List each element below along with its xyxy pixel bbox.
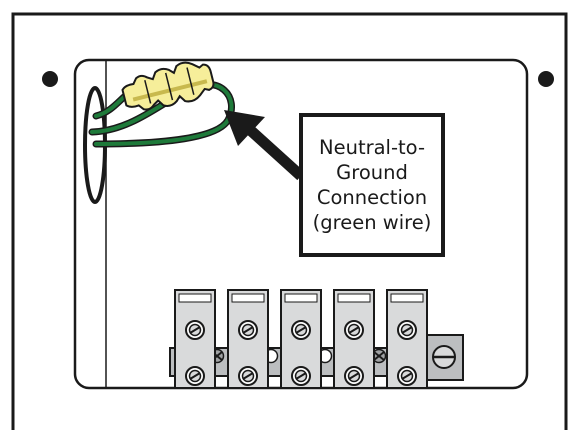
screw-icon bbox=[238, 366, 258, 386]
mounting-hole-right bbox=[538, 71, 554, 87]
callout-box bbox=[299, 113, 445, 257]
terminal-block bbox=[280, 289, 322, 389]
screw-icon bbox=[185, 320, 205, 340]
callout-label: Neutral-to- Ground Connection (green wir… bbox=[301, 115, 443, 255]
terminal-block bbox=[386, 289, 428, 389]
enclosure-frame bbox=[11, 12, 568, 430]
screw-icon bbox=[344, 366, 364, 386]
screw-icon bbox=[291, 320, 311, 340]
terminal-blocks bbox=[174, 289, 428, 389]
mounting-hole-left bbox=[42, 71, 58, 87]
terminal-block bbox=[333, 289, 375, 389]
screw-icon bbox=[291, 366, 311, 386]
screw-icon bbox=[432, 345, 456, 369]
callout-line: Ground bbox=[336, 161, 408, 184]
callout-line: Neutral-to- bbox=[319, 136, 425, 159]
wire-nut-icon bbox=[121, 61, 215, 111]
arrow-icon bbox=[224, 110, 305, 181]
terminal-block bbox=[227, 289, 269, 389]
terminal-block bbox=[174, 289, 216, 389]
screw-icon bbox=[238, 320, 258, 340]
callout-line: (green wire) bbox=[312, 211, 432, 234]
screw-icon bbox=[371, 348, 387, 364]
callout-line: Connection bbox=[316, 186, 428, 209]
screw-icon bbox=[397, 320, 417, 340]
screw-icon bbox=[185, 366, 205, 386]
screw-icon bbox=[397, 366, 417, 386]
screw-icon bbox=[344, 320, 364, 340]
